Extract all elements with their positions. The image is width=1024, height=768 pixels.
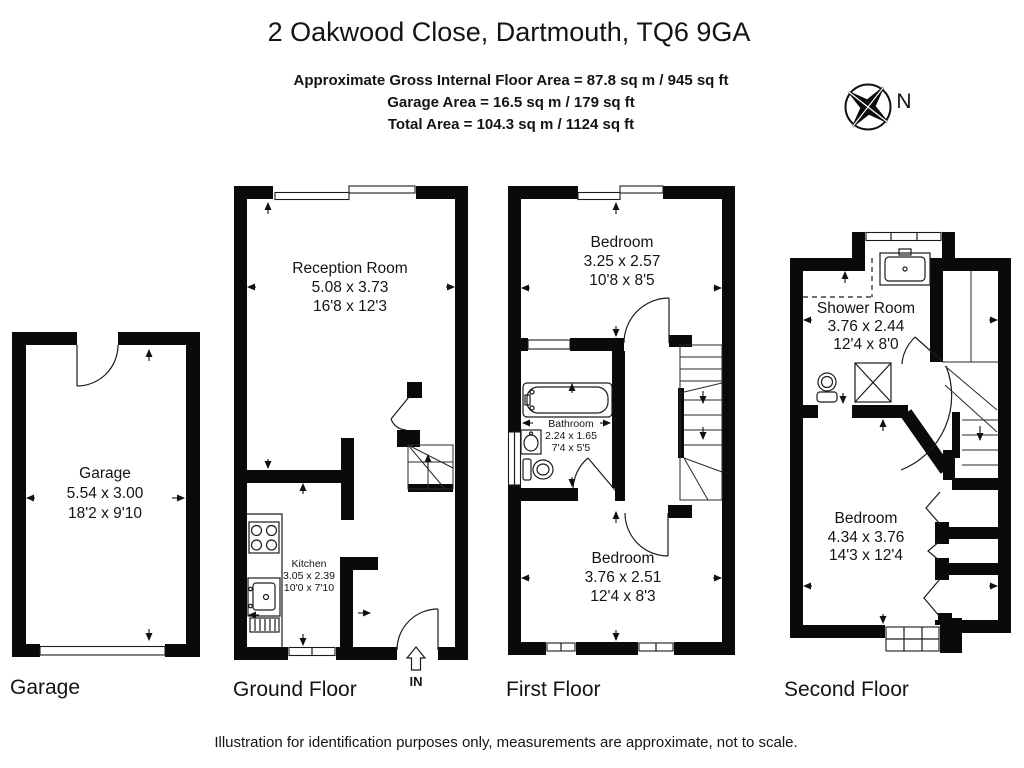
room-name: Kitchen	[291, 558, 326, 570]
room-name: Bathroom	[548, 418, 594, 430]
door-arc	[900, 365, 953, 471]
room-imperial: 14'3 x 12'4	[829, 547, 903, 564]
window	[274, 191, 350, 201]
area-gross-text: Approximate Gross Internal Floor Area = …	[294, 72, 729, 89]
room-metric: 3.76 x 2.51	[585, 569, 662, 586]
room-imperial: 10'8 x 8'5	[589, 272, 654, 289]
room-imperial: 10'0 x 7'10	[284, 582, 334, 594]
room-metric: 3.05 x 2.39	[283, 570, 335, 582]
sink-icon	[879, 248, 931, 286]
window	[865, 231, 942, 242]
room-imperial: 12'4 x 8'3	[590, 588, 655, 605]
room-metric: 4.34 x 3.76	[828, 529, 905, 546]
window	[619, 185, 664, 194]
stove-icon	[248, 521, 280, 554]
floorplan-second	[790, 232, 1011, 653]
room-name: Reception Room	[292, 260, 407, 277]
sink-icon	[247, 577, 281, 617]
closet-door	[927, 540, 941, 562]
toilet-icon	[816, 372, 838, 403]
floor-label-second: Second Floor	[784, 678, 909, 701]
closet-door	[925, 491, 941, 525]
floorplan-ground	[234, 186, 468, 660]
room-imperial: 16'8 x 12'3	[313, 298, 387, 315]
room-metric: 5.54 x 3.00	[67, 485, 144, 502]
shower-icon	[854, 362, 892, 403]
page-title: 2 Oakwood Close, Dartmouth, TQ6 9GA	[268, 17, 751, 47]
room-name: Bedroom	[591, 234, 654, 251]
room-metric: 3.76 x 2.44	[828, 318, 905, 335]
door-arc	[624, 512, 669, 557]
room-imperial: 7'4 x 5'5	[552, 442, 591, 454]
garage-door	[39, 645, 166, 656]
stairs	[943, 271, 998, 466]
room-metric: 3.25 x 2.57	[584, 253, 661, 270]
floorplan-first-detail: Bedroom 3.25 x 2.57 10'8 x 8'5 Bathroom …	[507, 185, 723, 652]
room-name: Shower Room	[817, 300, 915, 317]
bathtub-icon	[522, 382, 613, 418]
disclaimer-text: Illustration for identification purposes…	[214, 734, 797, 751]
floorplan-garage-detail: Garage 5.54 x 3.00 18'2 x 9'10	[26, 344, 185, 656]
room-name: Bedroom	[592, 550, 655, 567]
floorplan-first	[508, 186, 735, 655]
north-label: N	[896, 90, 911, 113]
closet-door	[923, 578, 941, 618]
door-arc	[390, 418, 407, 431]
door-arc	[623, 297, 670, 344]
floor-label-first: First Floor	[506, 678, 601, 701]
door-arc	[901, 336, 916, 365]
entrance-label: IN	[410, 674, 423, 689]
area-garage-text: Garage Area = 16.5 sq m / 179 sq ft	[387, 94, 635, 111]
room-metric: 2.24 x 1.65	[545, 430, 597, 442]
stairs	[407, 444, 454, 490]
door-arc	[396, 608, 439, 651]
compass-icon: N	[844, 83, 912, 131]
floorplan-ground-detail: IN Reception Room 5.08 x 3.73 16'8 x 12'…	[247, 185, 455, 689]
window	[348, 185, 416, 194]
stairs	[679, 344, 723, 501]
angled-wall	[900, 409, 952, 474]
floorplan-second-detail: Shower Room 3.76 x 2.44 12'4 x 8'0 Bedro…	[803, 231, 998, 652]
basin-icon	[520, 429, 542, 455]
floor-label-garage: Garage	[10, 676, 80, 699]
room-metric: 5.08 x 3.73	[312, 279, 389, 296]
kitchen-unit	[249, 617, 280, 633]
door-arc	[76, 344, 119, 387]
window	[527, 339, 571, 350]
toilet-icon	[522, 458, 554, 481]
door-arc	[572, 457, 589, 491]
room-imperial: 12'4 x 8'0	[833, 336, 899, 353]
room-imperial: 18'2 x 9'10	[68, 505, 142, 522]
room-name: Garage	[79, 465, 131, 482]
area-total-text: Total Area = 104.3 sq m / 1124 sq ft	[388, 116, 634, 133]
room-name: Bedroom	[835, 510, 898, 527]
window	[577, 191, 621, 201]
entrance-arrow-icon	[405, 646, 427, 671]
floor-label-ground: Ground Floor	[233, 678, 357, 701]
